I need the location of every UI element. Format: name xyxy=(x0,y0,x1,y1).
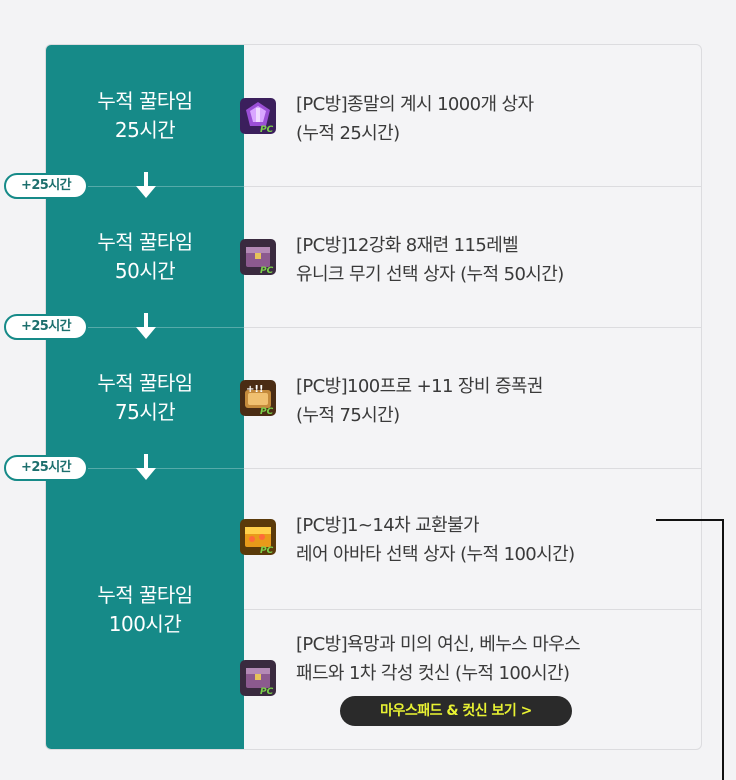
connector-line xyxy=(656,519,724,521)
reward-condition: (누적 75시간) xyxy=(296,405,400,426)
reward-condition: 패드와 1차 각성 컷신 (누적 100시간) xyxy=(296,663,570,684)
svg-text:PC: PC xyxy=(260,546,274,555)
arrow-down-icon xyxy=(136,172,156,198)
stage-25: 누적 꿀타임 25시간 xyxy=(46,87,244,145)
arrow-down-icon xyxy=(136,313,156,339)
svg-text:PC: PC xyxy=(260,125,274,134)
reward-description: [PC방]종말의 계시 1000개 상자 (누적 25시간) xyxy=(296,90,656,148)
row-divider xyxy=(244,186,701,187)
increment-badge: +25시간 xyxy=(4,173,88,199)
reward-description: [PC방]1~14차 교환불가 레어 아바타 선택 상자 (누적 100시간) xyxy=(296,511,656,569)
arrow-down-icon xyxy=(136,454,156,480)
stage-hours: 100시간 xyxy=(108,612,182,636)
treasure-box-icon: PC xyxy=(240,660,276,696)
svg-text:+!!: +!! xyxy=(246,384,264,395)
svg-text:PC: PC xyxy=(260,687,274,696)
svg-text:PC: PC xyxy=(260,266,274,275)
stage-hours: 50시간 xyxy=(114,259,176,283)
increment-badge: +25시간 xyxy=(4,314,88,340)
gold-box-icon: PC xyxy=(240,519,276,555)
reward-description: [PC방]100프로 +11 장비 증폭권 (누적 75시간) xyxy=(296,372,656,430)
reward-condition: (누적 25시간) xyxy=(296,123,400,144)
row-divider xyxy=(244,609,701,610)
amplify-ticket-icon: +!! PC xyxy=(240,380,276,416)
row-divider xyxy=(244,327,701,328)
mousepad-cutscene-button[interactable]: 마우스패드 & 컷신 보기 > xyxy=(340,696,572,726)
connector-line xyxy=(722,519,724,780)
row-divider xyxy=(244,468,701,469)
stage-hours: 75시간 xyxy=(114,400,176,424)
stage-75: 누적 꿀타임 75시간 xyxy=(46,369,244,427)
stage-title: 누적 꿀타임 xyxy=(97,230,193,254)
svg-text:PC: PC xyxy=(260,407,274,416)
increment-badge: +25시간 xyxy=(4,455,88,481)
reward-table: 누적 꿀타임 25시간 누적 꿀타임 50시간 누적 꿀타임 75시간 누적 꿀… xyxy=(45,44,702,750)
reward-description: [PC방]욕망과 미의 여신, 베누스 마우스 패드와 1차 각성 컷신 (누적… xyxy=(296,630,656,688)
reward-name: [PC방]종말의 계시 1000개 상자 xyxy=(296,94,534,115)
reward-condition: 유니크 무기 선택 상자 (누적 50시간) xyxy=(296,264,564,285)
reward-name: [PC방]12강화 8재련 115레벨 xyxy=(296,235,519,256)
stage-column: 누적 꿀타임 25시간 누적 꿀타임 50시간 누적 꿀타임 75시간 누적 꿀… xyxy=(46,45,244,749)
stage-50: 누적 꿀타임 50시간 xyxy=(46,228,244,286)
treasure-box-icon: PC xyxy=(240,239,276,275)
reward-name: [PC방]욕망과 미의 여신, 베누스 마우스 xyxy=(296,634,581,655)
purple-box-icon: PC xyxy=(240,98,276,134)
stage-title: 누적 꿀타임 xyxy=(97,89,193,113)
reward-condition: 레어 아바타 선택 상자 (누적 100시간) xyxy=(296,544,575,565)
reward-name: [PC방]1~14차 교환불가 xyxy=(296,515,480,536)
stage-title: 누적 꿀타임 xyxy=(97,583,193,607)
stage-100: 누적 꿀타임 100시간 xyxy=(46,581,244,639)
reward-description: [PC방]12강화 8재련 115레벨 유니크 무기 선택 상자 (누적 50시… xyxy=(296,231,656,289)
reward-name: [PC방]100프로 +11 장비 증폭권 xyxy=(296,376,543,397)
stage-title: 누적 꿀타임 xyxy=(97,371,193,395)
stage-hours: 25시간 xyxy=(114,118,176,142)
